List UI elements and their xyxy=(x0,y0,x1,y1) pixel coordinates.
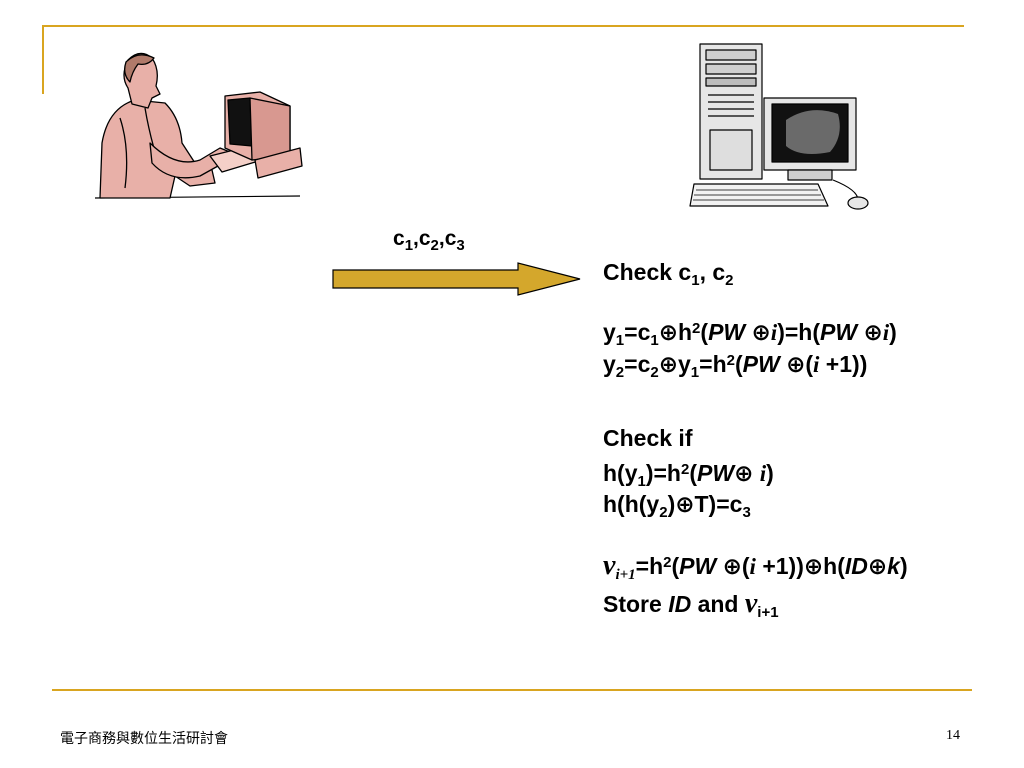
footer-title: 電子商務與數位生活研討會 xyxy=(60,731,228,747)
check-if-label: Check if xyxy=(603,425,693,451)
y1-equation: y1=c1⊕h2(PW ⊕i)=h(PW ⊕i) xyxy=(603,319,897,349)
right-arrow-icon xyxy=(332,262,581,296)
hy1-equation: h(y1)=h2(PW⊕ i) xyxy=(603,460,774,490)
page-number: 14 xyxy=(946,728,960,743)
store-line: Store ID and vi+1 xyxy=(603,588,779,622)
arrow-label: c1,c2,c3 xyxy=(393,227,465,254)
hhy2-equation: h(h(y2)⊕T)=c3 xyxy=(603,491,751,521)
left-rule xyxy=(42,25,44,94)
desktop-computer-icon xyxy=(689,43,869,210)
bottom-rule xyxy=(52,689,972,691)
check-c-line: Check c1, c2 xyxy=(603,259,734,289)
person-at-computer-icon xyxy=(94,52,303,199)
top-rule xyxy=(42,25,964,27)
y2-equation: y2=c2⊕y1=h2(PW ⊕(i +1)) xyxy=(603,351,868,381)
v-equation: vi+1=h2(PW ⊕(i +1))⊕h(ID⊕k) xyxy=(603,550,908,584)
